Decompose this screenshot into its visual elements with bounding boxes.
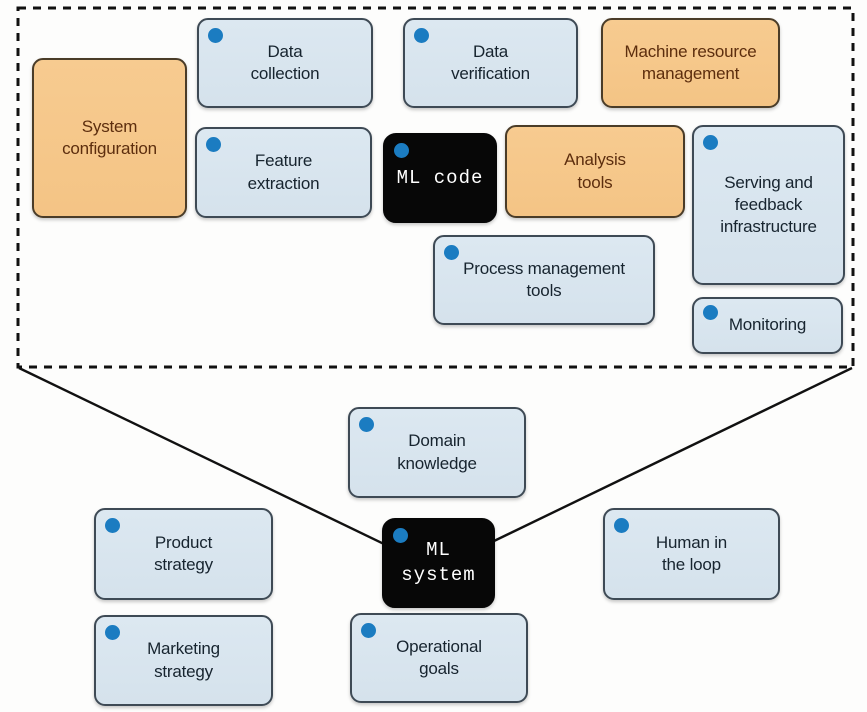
bullet-dot-icon [206, 137, 221, 152]
box-system-configuration-label: System configuration [62, 116, 157, 158]
bullet-dot-icon [444, 245, 459, 260]
box-ml-code-label: ML code [396, 166, 484, 189]
zoom-line-right [493, 366, 853, 543]
bullet-dot-icon [359, 417, 374, 432]
box-process-management-tools: Process management tools [433, 235, 655, 325]
box-machine-resource-management-label: Machine resource management [624, 41, 757, 83]
bullet-dot-icon [105, 625, 120, 640]
box-ml-system: ML system [382, 518, 495, 608]
box-human-in-the-loop: Human in the loop [603, 508, 780, 600]
bullet-dot-icon [393, 528, 408, 543]
box-analysis-tools-label: Analysis tools [564, 150, 626, 192]
box-system-configuration: System configuration [32, 58, 187, 218]
bullet-dot-icon [361, 623, 376, 638]
bullet-dot-icon [614, 518, 629, 533]
box-feature-extraction: Feature extraction [195, 127, 372, 218]
box-marketing-strategy: Marketing strategy [94, 615, 273, 706]
box-product-strategy-label: Product strategy [154, 532, 213, 574]
box-feature-extraction-label: Feature extraction [247, 151, 320, 193]
dashed-zoom-region-border [16, 6, 855, 369]
box-machine-resource-management: Machine resource management [601, 18, 780, 108]
box-product-strategy: Product strategy [94, 508, 273, 600]
zoom-line-left [18, 366, 385, 546]
box-marketing-strategy-label: Marketing strategy [147, 639, 220, 681]
box-analysis-tools: Analysis tools [505, 125, 685, 218]
box-ml-code: ML code [383, 133, 497, 223]
box-operational-goals: Operational goals [350, 613, 528, 703]
box-data-verification-label: Data verification [451, 41, 530, 83]
bullet-dot-icon [208, 28, 223, 43]
box-monitoring-label: Monitoring [728, 315, 807, 335]
box-human-in-the-loop-label: Human in the loop [655, 532, 728, 574]
bullet-dot-icon [105, 518, 120, 533]
box-monitoring: Monitoring [692, 297, 843, 354]
box-domain-knowledge-label: Domain knowledge [397, 431, 477, 473]
bullet-dot-icon [703, 135, 718, 150]
box-serving-feedback-infrastructure-label: Serving and feedback infrastructure [720, 172, 817, 237]
box-operational-goals-label: Operational goals [396, 636, 482, 678]
box-data-verification: Data verification [403, 18, 578, 108]
box-process-management-tools-label: Process management tools [463, 258, 625, 300]
box-ml-system-label: ML system [401, 539, 476, 586]
box-domain-knowledge: Domain knowledge [348, 407, 526, 498]
bullet-dot-icon [414, 28, 429, 43]
bullet-dot-icon [703, 305, 718, 320]
box-data-collection-label: Data collection [250, 41, 320, 83]
box-data-collection: Data collection [197, 18, 373, 108]
box-serving-feedback-infrastructure: Serving and feedback infrastructure [692, 125, 845, 285]
bullet-dot-icon [394, 143, 409, 158]
